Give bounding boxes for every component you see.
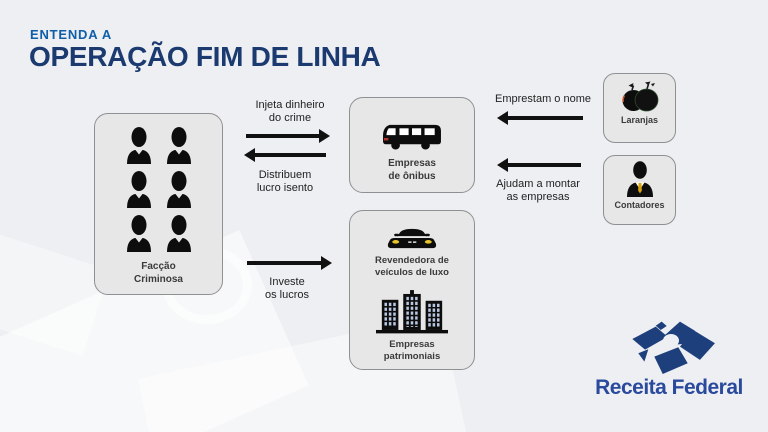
node-label-revendedora: Revendedora de veículos de luxo xyxy=(375,255,449,278)
arrow-investe-right xyxy=(247,256,332,270)
arrow-shaft xyxy=(506,163,581,167)
arrow-shaft xyxy=(246,134,321,138)
brand-wordmark: Receita Federal xyxy=(595,376,743,399)
arrow-head-left-icon xyxy=(497,111,508,125)
arrow-shaft xyxy=(247,261,323,265)
arrow-label-investe: Investe os lucros xyxy=(264,276,310,302)
node-laranjas: Laranjas xyxy=(603,73,676,143)
person-icon xyxy=(166,171,191,208)
arrow-label-distribuem: Distribuem lucro isento xyxy=(256,169,314,195)
node-label-onibus: Empresas de ônibus xyxy=(388,158,436,182)
person-icon xyxy=(126,127,151,164)
arrow-distribuem-left xyxy=(244,148,326,162)
arrow-shaft xyxy=(253,153,326,157)
accountant-icon xyxy=(626,161,653,197)
node-label-laranjas: Laranjas xyxy=(620,115,659,125)
person-icon-grid xyxy=(126,127,192,252)
node-empresas-onibus: Empresas de ônibus xyxy=(349,97,475,193)
arrow-head-left-icon xyxy=(244,148,255,162)
node-empresas-patrimoniais: Revendedora de veículos de luxo Empresas… xyxy=(349,210,475,370)
page-title: OPERAÇÃO FIM DE LINHA xyxy=(29,41,381,72)
buildings-icon xyxy=(376,289,448,334)
node-label-patrimoniais: Empresas patrimoniais xyxy=(383,338,441,362)
node-label-contadores: Contadores xyxy=(614,200,665,210)
kicker-text: ENTENDA A xyxy=(30,27,113,42)
luxury-car-icon xyxy=(387,228,437,249)
arrow-injeta-right xyxy=(246,129,330,143)
receita-federal-logo xyxy=(632,321,715,374)
arrow-head-left-icon xyxy=(497,158,508,172)
node-label-faccao: Facção Criminosa xyxy=(134,261,183,285)
arrow-ajudam-left xyxy=(497,158,581,172)
arrow-head-right-icon xyxy=(319,129,330,143)
person-icon xyxy=(126,215,151,252)
person-icon xyxy=(126,171,151,208)
person-icon xyxy=(166,127,191,164)
oranges-icon xyxy=(621,81,658,112)
arrow-shaft xyxy=(506,116,583,120)
person-icon xyxy=(166,215,191,252)
arrow-label-ajudam: Ajudam a montar as empresas xyxy=(496,178,580,204)
node-faccao-criminosa: Facção Criminosa xyxy=(94,113,223,295)
bus-icon xyxy=(383,124,441,150)
arrow-emprestam-left xyxy=(497,111,583,125)
arrow-label-injeta: Injeta dinheiro do crime xyxy=(255,99,325,125)
arrow-head-right-icon xyxy=(321,256,332,270)
arrow-label-emprestam: Emprestam o nome xyxy=(495,93,591,105)
node-contadores: Contadores xyxy=(603,155,676,225)
